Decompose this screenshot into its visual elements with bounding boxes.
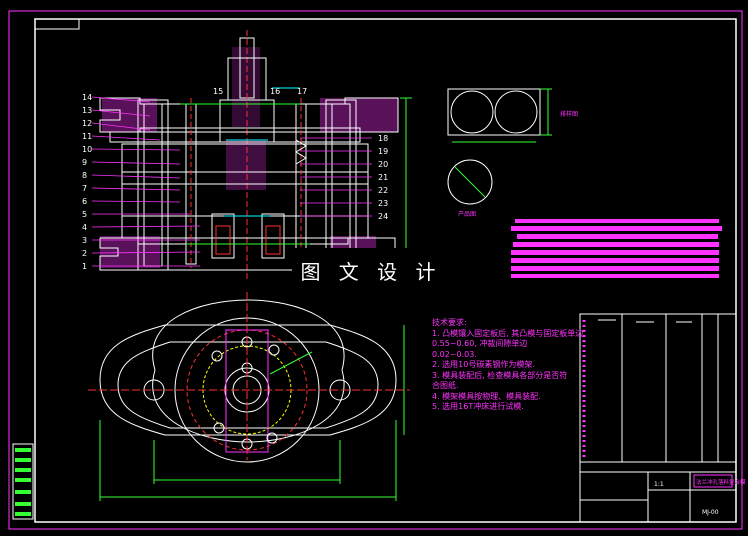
- part-label-20: 20: [378, 160, 388, 169]
- part-label-8: 8: [82, 171, 87, 180]
- watermark-label: 图 文 设 计: [292, 248, 450, 292]
- magenta-notes-block: [511, 219, 722, 278]
- layout-view-label: 排样图: [560, 110, 578, 118]
- part-label-1: 1: [82, 262, 87, 271]
- tech-item: 3. 模具装配后, 检查模具各部分是否符: [432, 370, 568, 380]
- frame-corner-tab: [34, 18, 80, 30]
- tech-requirements-title: 技术要求:: [432, 318, 467, 327]
- part-label-17: 17: [297, 87, 307, 96]
- part-label-2: 2: [82, 249, 87, 258]
- part-label-7: 7: [82, 184, 87, 193]
- tech-item: 1. 凸模镶入固定板后, 其凸模与固定板单边: [432, 328, 584, 338]
- outer-sheet-border: [8, 10, 743, 530]
- part-label-10: 10: [82, 145, 92, 154]
- part-label-13: 13: [82, 106, 92, 115]
- tech-item: 合图纸.: [432, 381, 459, 390]
- part-label-19: 19: [378, 147, 388, 156]
- part-labels-right: 18 19 20 21 22 23 24: [378, 134, 388, 221]
- scale-label: 1:1: [654, 481, 664, 488]
- tech-item: 5. 选用16T冲床进行试模.: [432, 402, 524, 411]
- part-label-9: 9: [82, 158, 87, 167]
- drawing-title: 法兰冲孔落料复合模: [696, 478, 746, 486]
- tech-item: 4. 模架模具按物理、模具装配.: [432, 391, 541, 401]
- part-label-6: 6: [82, 197, 87, 206]
- tech-item: 0.55~0.60, 冲裁间隙单边: [432, 339, 528, 348]
- part-label-5: 5: [82, 210, 87, 219]
- part-label-3: 3: [82, 236, 87, 245]
- leader-lines-left: [91, 96, 201, 267]
- leader-lines-right: [300, 137, 372, 217]
- part-label-14: 14: [82, 93, 92, 102]
- part-label-23: 23: [378, 199, 388, 208]
- strip-layout-view: 排样图: [447, 88, 578, 143]
- title-block: 法兰冲孔落料复合模 1:1 MJ-00: [579, 313, 746, 523]
- part-label-22: 22: [378, 186, 388, 195]
- section-view: [99, 30, 412, 280]
- part-labels-left: 14 13 12 11 10 9 8 7 6 5 4 3 2 1: [82, 93, 92, 271]
- part-label-12: 12: [82, 119, 92, 128]
- technical-requirements: 技术要求: 1. 凸模镶入固定板后, 其凸模与固定板单边 0.55~0.60, …: [432, 318, 584, 413]
- tech-item: 2. 选用10号碳素钢作为模架.: [432, 360, 535, 369]
- product-view: 产品图: [447, 159, 493, 218]
- part-label-18: 18: [378, 134, 388, 143]
- part-label-15: 15: [213, 87, 223, 96]
- product-view-label: 产品图: [458, 210, 476, 218]
- drawing-number: MJ-00: [702, 509, 719, 516]
- part-label-11: 11: [82, 132, 92, 141]
- plan-view: [88, 292, 410, 501]
- part-label-4: 4: [82, 223, 87, 232]
- inner-frame: [34, 18, 737, 523]
- part-label-16: 16: [270, 87, 280, 96]
- part-labels-top: 15 16 17: [213, 87, 307, 96]
- margin-stamp-block: [12, 443, 34, 520]
- part-label-21: 21: [378, 173, 388, 182]
- part-label-24: 24: [378, 212, 388, 221]
- tech-item: 0.02~0.03.: [432, 349, 477, 359]
